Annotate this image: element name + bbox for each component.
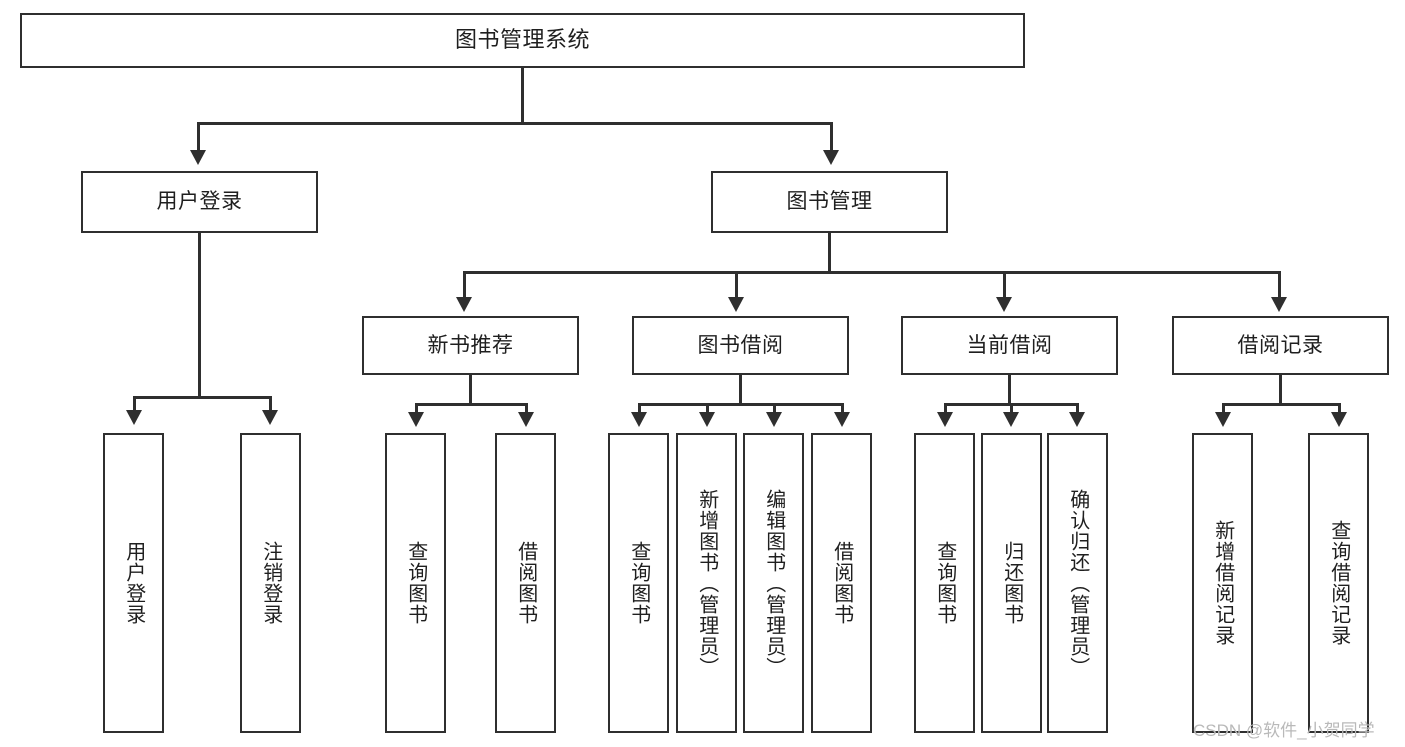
connector-br-leaf1 [1222, 403, 1225, 415]
connector-book-mgmt-to-borrow [735, 271, 738, 299]
connector-book-borrow-bus [638, 403, 843, 406]
leaf-cb-confirm-return[interactable]: 确认归还（管理员） [1047, 433, 1108, 733]
connector-current-borrow-stem [1008, 375, 1011, 405]
node-label: 图书管理 [786, 190, 873, 214]
arrowhead-bb-borrow-book [834, 412, 850, 427]
node-label: 图书借阅 [697, 333, 784, 357]
connector-borrow-record-bus [1222, 403, 1340, 406]
node-label: 归还图书 [1000, 541, 1023, 625]
node-root-system[interactable]: 图书管理系统 [20, 13, 1025, 68]
arrowhead-borrow-record [1271, 297, 1287, 312]
node-label: 用户登录 [156, 190, 243, 214]
connector-new-book-leaf2 [525, 403, 528, 415]
node-book-borrow[interactable]: 图书借阅 [632, 316, 849, 375]
leaf-bb-edit-book[interactable]: 编辑图书（管理员） [743, 433, 804, 733]
connector-new-book-bus [415, 403, 527, 406]
arrowhead-bb-query-book [631, 412, 647, 427]
connector-borrow-record-stem [1279, 375, 1282, 405]
node-label: 注销登录 [259, 541, 282, 625]
arrowhead-current-borrow [996, 297, 1012, 312]
connector-cb-leaf2 [1010, 403, 1013, 415]
leaf-nb-query-book[interactable]: 查询图书 [385, 433, 446, 733]
node-label: 新书推荐 [427, 333, 514, 357]
connector-book-mgmt-to-new-book [463, 271, 466, 299]
node-label: 图书管理系统 [454, 27, 590, 53]
node-label: 确认归还（管理员） [1066, 488, 1089, 678]
node-label: 查询图书 [933, 541, 956, 625]
node-label: 编辑图书（管理员） [762, 488, 785, 678]
arrowhead-cb-query-book [937, 412, 953, 427]
arrowhead-leaf-user-login [126, 410, 142, 425]
node-user-login[interactable]: 用户登录 [81, 171, 318, 233]
node-current-borrow[interactable]: 当前借阅 [901, 316, 1118, 375]
node-label: 查询图书 [404, 541, 427, 625]
leaf-user-login[interactable]: 用户登录 [103, 433, 164, 733]
connector-user-login-leaf1 [133, 396, 136, 412]
arrowhead-cb-confirm-return [1069, 412, 1085, 427]
arrowhead-nb-query-book [408, 412, 424, 427]
connector-bb-leaf4 [841, 403, 844, 415]
connector-book-mgmt-stem [828, 233, 831, 273]
connector-bb-leaf1 [638, 403, 641, 415]
connector-cb-leaf1 [944, 403, 947, 415]
arrowhead-nb-borrow-book [518, 412, 534, 427]
connector-root-to-book-mgmt [830, 122, 833, 152]
leaf-cb-query-book[interactable]: 查询图书 [914, 433, 975, 733]
connector-user-login-leaf2 [269, 396, 272, 412]
node-label: 新增借阅记录 [1211, 520, 1234, 646]
leaf-br-add-record[interactable]: 新增借阅记录 [1192, 433, 1253, 733]
connector-bb-leaf2 [706, 403, 709, 415]
node-label: 借阅图书 [830, 541, 853, 625]
connector-book-mgmt-bus [463, 271, 1280, 274]
leaf-bb-add-book[interactable]: 新增图书（管理员） [676, 433, 737, 733]
connector-new-book-stem [469, 375, 472, 405]
leaf-bb-query-book[interactable]: 查询图书 [608, 433, 669, 733]
arrowhead-br-query-record [1331, 412, 1347, 427]
connector-book-mgmt-to-record [1278, 271, 1281, 299]
arrowhead-user-login [190, 150, 206, 165]
arrowhead-cb-return-book [1003, 412, 1019, 427]
csdn-watermark: CSDN @软件_小贺同学 [1193, 721, 1375, 740]
connector-root-stem [521, 68, 524, 123]
arrowhead-bb-edit-book [766, 412, 782, 427]
connector-bb-leaf3 [773, 403, 776, 415]
connector-user-login-stem [198, 233, 201, 398]
node-label: 当前借阅 [966, 333, 1053, 357]
arrowhead-new-book-recommend [456, 297, 472, 312]
node-label: 借阅记录 [1237, 333, 1324, 357]
leaf-br-query-record[interactable]: 查询借阅记录 [1308, 433, 1369, 733]
node-label: 查询图书 [627, 541, 650, 625]
connector-new-book-leaf1 [415, 403, 418, 415]
node-book-management[interactable]: 图书管理 [711, 171, 948, 233]
arrowhead-book-mgmt [823, 150, 839, 165]
node-borrow-record[interactable]: 借阅记录 [1172, 316, 1389, 375]
leaf-logout[interactable]: 注销登录 [240, 433, 301, 733]
arrowhead-bb-add-book [699, 412, 715, 427]
connector-user-login-bus [133, 396, 271, 399]
node-new-book-recommend[interactable]: 新书推荐 [362, 316, 579, 375]
node-label: 借阅图书 [514, 541, 537, 625]
arrowhead-br-add-record [1215, 412, 1231, 427]
connector-book-borrow-stem [739, 375, 742, 405]
leaf-bb-borrow-book[interactable]: 借阅图书 [811, 433, 872, 733]
connector-root-to-user-login [197, 122, 200, 152]
connector-root-bus [197, 122, 832, 125]
node-label: 新增图书（管理员） [695, 488, 718, 678]
leaf-nb-borrow-book[interactable]: 借阅图书 [495, 433, 556, 733]
leaf-cb-return-book[interactable]: 归还图书 [981, 433, 1042, 733]
connector-br-leaf2 [1338, 403, 1341, 415]
connector-cb-leaf3 [1076, 403, 1079, 415]
connector-book-mgmt-to-current [1003, 271, 1006, 299]
node-label: 查询借阅记录 [1327, 520, 1350, 646]
node-label: 用户登录 [122, 541, 145, 625]
arrowhead-leaf-logout [262, 410, 278, 425]
arrowhead-book-borrow [728, 297, 744, 312]
